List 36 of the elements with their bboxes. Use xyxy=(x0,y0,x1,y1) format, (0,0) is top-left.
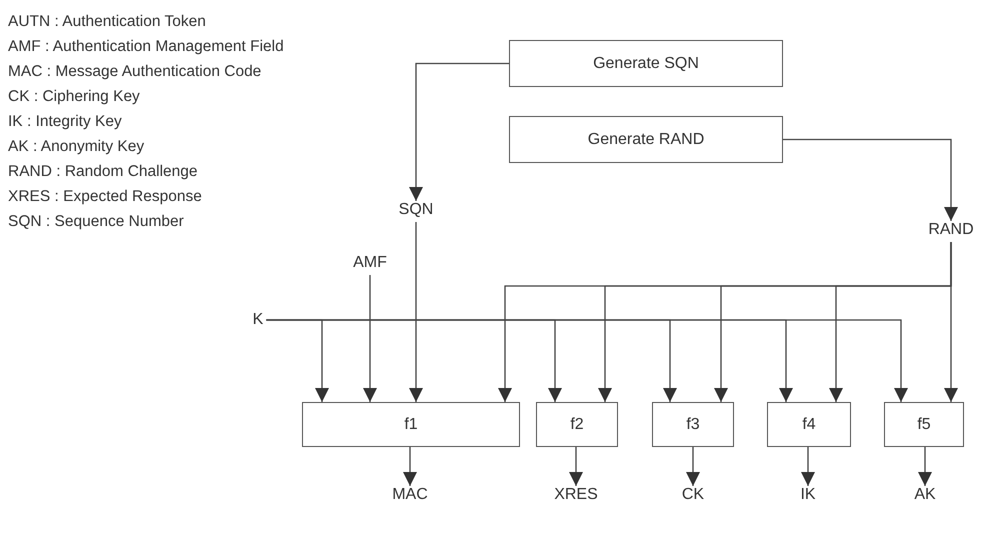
signal-label: K xyxy=(252,311,264,329)
signal-label: SQN xyxy=(398,201,434,219)
process-box: f3 xyxy=(652,402,734,447)
arrow xyxy=(944,242,958,402)
arrow xyxy=(569,447,583,486)
abbreviation-text: MAC : Message Authentication Code xyxy=(8,63,262,81)
signal-label: XRES xyxy=(554,486,598,504)
abbreviation-text: AUTN : Authentication Token xyxy=(8,13,206,31)
arrow xyxy=(409,222,423,402)
abbreviation-text: AK : Anonymity Key xyxy=(8,138,144,156)
abbreviation-text: SQN : Sequence Number xyxy=(8,213,184,231)
arrow xyxy=(363,275,377,402)
arrow xyxy=(409,62,509,201)
arrow xyxy=(403,447,417,486)
signal-label: MAC xyxy=(392,486,428,504)
arrow xyxy=(918,447,932,486)
abbreviation-text: CK : Ciphering Key xyxy=(8,88,140,106)
process-box: f5 xyxy=(884,402,964,447)
process-box: f2 xyxy=(536,402,618,447)
abbreviation-text: XRES : Expected Response xyxy=(8,188,202,206)
signal-label: AMF xyxy=(353,254,387,272)
signal-label: RAND xyxy=(928,221,974,239)
process-box: f4 xyxy=(767,402,851,447)
abbreviation-text: AMF : Authentication Management Field xyxy=(8,38,284,56)
arrow xyxy=(686,447,700,486)
signal-label: IK xyxy=(800,486,816,504)
signal-label: CK xyxy=(682,486,704,504)
arrow xyxy=(801,447,815,486)
arrow xyxy=(266,319,908,402)
abbreviation-text: RAND : Random Challenge xyxy=(8,163,198,181)
process-box: Generate SQN xyxy=(509,40,783,87)
process-box: Generate RAND xyxy=(509,116,783,163)
abbreviation-text: IK : Integrity Key xyxy=(8,113,122,131)
arrow xyxy=(783,138,958,221)
signal-label: AK xyxy=(914,486,936,504)
process-box: f1 xyxy=(302,402,520,447)
